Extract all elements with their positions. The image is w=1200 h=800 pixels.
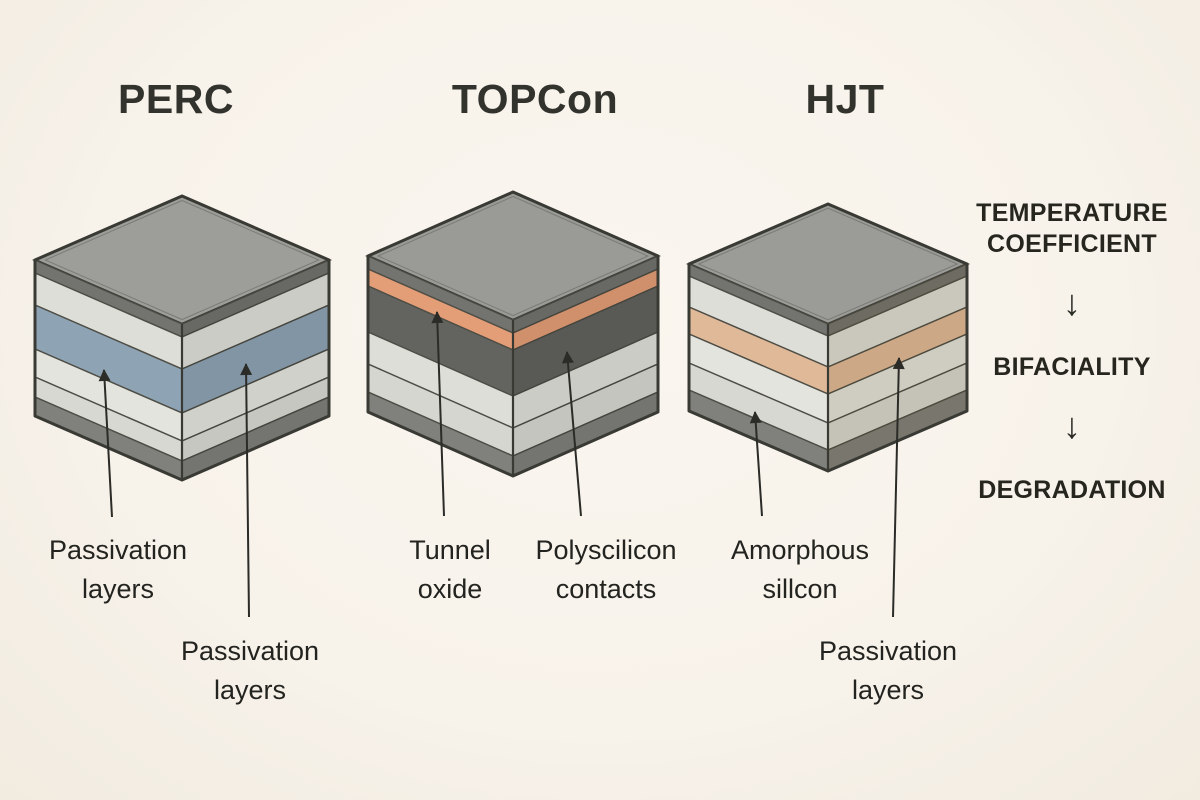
topcon-top-face-rim — [376, 195, 650, 317]
hjt-cube — [685, 202, 971, 473]
legend-item-0: TEMPERATURE COEFFICIENT — [976, 199, 1168, 258]
legend-down-arrow-1-icon: ↓ — [1063, 405, 1081, 446]
perc-top-face-rim — [44, 199, 320, 321]
legend-column: TEMPERATURE COEFFICIENT ↓ BIFACIALITY ↓ DEGR… — [952, 198, 1192, 506]
cubes-group — [31, 190, 971, 482]
hjt-passivation-right-label-arrow — [892, 357, 905, 618]
perc-right-face-tint — [182, 260, 329, 480]
perc-cube — [31, 194, 333, 482]
perc-passivation-right-label-arrow — [240, 363, 253, 618]
legend-down-arrow-0-icon: ↓ — [1063, 282, 1081, 323]
topcon-tunnel-oxide-label-arrow — [431, 311, 445, 517]
hjt-top-face-rim — [697, 207, 959, 321]
arrows-group — [98, 311, 905, 618]
hjt-left-face-tint — [689, 264, 828, 471]
perc-passivation-front-label-arrow — [98, 369, 113, 518]
topcon-cube — [365, 190, 661, 478]
legend-item-2: DEGRADATION — [978, 476, 1166, 504]
topcon-right-face-tint — [513, 256, 658, 476]
topcon-left-face-tint — [368, 256, 513, 476]
topcon-polysilicon-contacts-label-arrow — [561, 351, 582, 517]
legend-item-1: BIFACIALITY — [993, 353, 1151, 381]
hjt-amorphous-silicon-label-arrow — [749, 411, 763, 517]
